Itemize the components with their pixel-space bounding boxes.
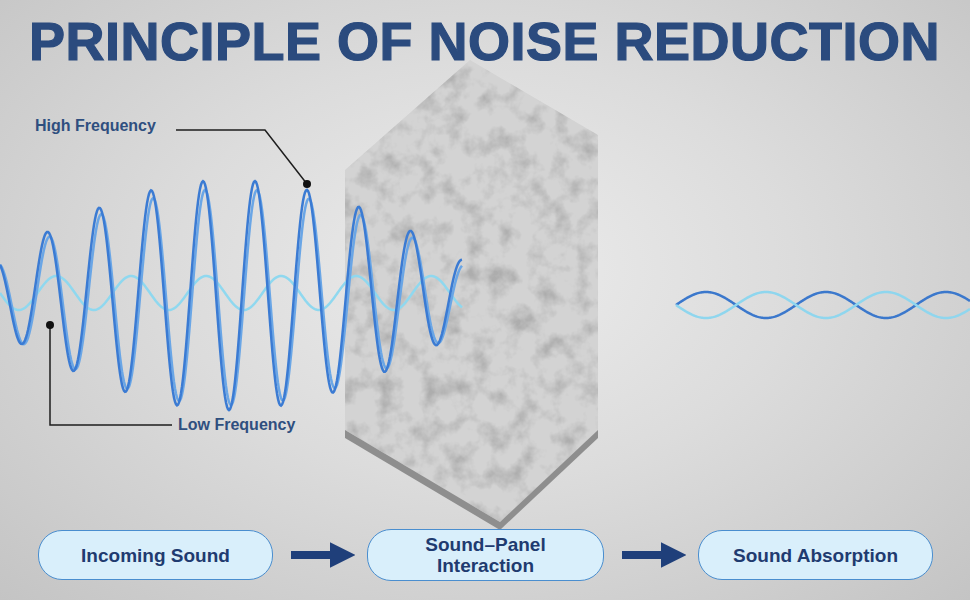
absorbed-wave — [676, 292, 970, 318]
flow-arrow — [291, 551, 335, 559]
leader-line — [176, 130, 307, 184]
flow-arrow — [622, 551, 666, 559]
high-frequency-wave — [0, 190, 462, 405]
step-label: Incoming Sound — [81, 545, 230, 566]
acoustic-panel — [345, 60, 598, 522]
absorbed-wave — [676, 292, 970, 318]
leader-line — [50, 325, 172, 425]
process-pill: Sound–Panel Interaction — [367, 529, 604, 581]
step-label: Sound Absorption — [733, 545, 898, 566]
wave-label: High Frequency — [35, 116, 156, 136]
high-frequency-wave — [0, 181, 462, 410]
diagram-title: PRINCIPLE OF NOISE REDUCTION — [29, 12, 940, 71]
leader-dot — [303, 180, 311, 188]
process-pill: Sound Absorption — [698, 530, 933, 580]
wave-label: Low Frequency — [178, 415, 295, 435]
step-label: Sound–Panel Interaction — [382, 534, 589, 576]
leader-dot — [46, 321, 54, 329]
low-frequency-wave — [0, 276, 462, 310]
process-pill: Incoming Sound — [38, 530, 273, 580]
